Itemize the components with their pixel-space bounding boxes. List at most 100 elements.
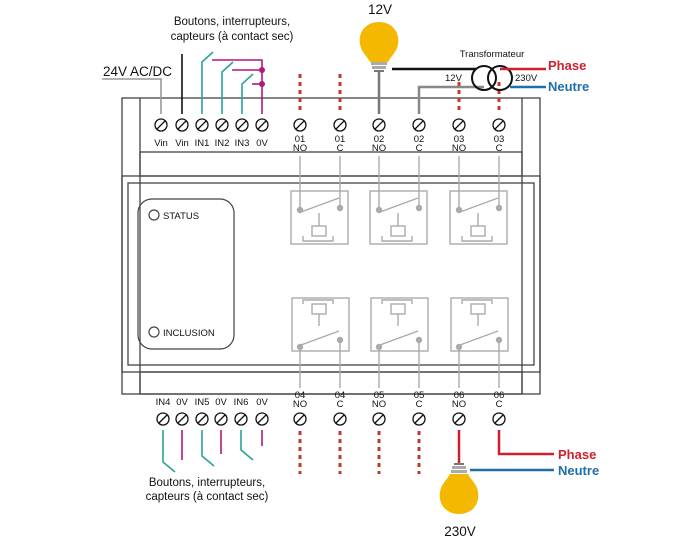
top-caption-line-2: capteurs (à contact sec) — [171, 31, 294, 43]
relay-label-03-c-num: 03 — [494, 134, 505, 145]
relay-label-02-no-num: 02 — [374, 134, 385, 145]
lamp-12v-label: 12V — [368, 2, 392, 17]
relay-label-05-no-type: NO — [372, 399, 386, 410]
bottom-relay-labels: 04 NO 04 C 05 NO 05 C 06 NO 06 C — [293, 390, 504, 410]
relay-label-01-no-num: 01 — [295, 134, 306, 145]
top-neutral-label: Neutre — [548, 79, 589, 94]
relay-label-06-no-num: 06 — [454, 390, 465, 401]
relay-label-03-c-type: C — [496, 143, 503, 154]
relay-icon — [450, 297, 509, 388]
screw-terminal-icon — [492, 412, 506, 426]
relay-label-05-c-num: 05 — [414, 390, 425, 401]
terminal-label-vin-1: Vin — [154, 138, 168, 149]
top-phase-label: Phase — [548, 58, 586, 73]
screw-terminal-icon — [452, 118, 466, 132]
screw-terminal-icon — [492, 118, 506, 132]
relay-label-01-c-type: C — [337, 143, 344, 154]
relay-label-04-c-num: 04 — [335, 390, 346, 401]
lamp-230v-wires — [457, 430, 554, 472]
lightbulb-230v-icon — [439, 463, 479, 514]
supply-wires — [102, 54, 183, 114]
relay-label-05-no-num: 05 — [374, 390, 385, 401]
screw-terminal-icon — [175, 118, 189, 132]
screw-terminal-icon — [333, 412, 347, 426]
relay-icon — [291, 297, 350, 388]
relay-label-03-no-type: NO — [452, 143, 466, 154]
screw-terminal-icon — [156, 412, 170, 426]
top-screw-terminals — [154, 118, 506, 132]
bottom-caption-line-1: Boutons, interrupteurs, — [149, 477, 265, 489]
screw-terminal-icon — [215, 118, 229, 132]
bottom-relays — [291, 297, 509, 388]
terminal-label-vin-2: Vin — [175, 138, 189, 149]
transformer-icon — [471, 65, 513, 91]
bottom-dotted-wires — [298, 431, 421, 474]
status-panel — [137, 198, 235, 350]
screw-terminal-icon — [333, 118, 347, 132]
top-relay-labels: 01 NO 01 C 02 NO 02 C 03 NO 03 C — [293, 134, 504, 154]
terminal-label-0v-b3: 0V — [256, 397, 268, 408]
relay-label-06-no-type: NO — [452, 399, 466, 410]
top-relays — [290, 156, 508, 245]
screw-terminal-icon — [372, 118, 386, 132]
inclusion-label: INCLUSION — [163, 328, 215, 339]
screw-terminal-icon — [255, 118, 269, 132]
bottom-caption-line-2: capteurs (à contact sec) — [146, 491, 269, 503]
relay-icon — [290, 156, 349, 245]
relay-label-02-c-num: 02 — [414, 134, 425, 145]
relay-label-06-c-type: C — [496, 399, 503, 410]
transformer-primary-label: 230V — [515, 73, 538, 84]
top-caption-line-1: Boutons, interrupteurs, — [174, 16, 290, 28]
relay-label-05-c-type: C — [416, 399, 423, 410]
terminal-label-in2: IN2 — [215, 138, 230, 149]
terminal-label-0v-b2: 0V — [215, 397, 227, 408]
transformer-title: Transformateur — [460, 49, 525, 60]
screw-terminal-icon — [452, 412, 466, 426]
screw-terminal-icon — [235, 118, 249, 132]
bottom-screw-terminals — [156, 412, 506, 426]
terminal-label-in1: IN1 — [195, 138, 210, 149]
relay-label-04-no-type: NO — [293, 399, 307, 410]
supply-label: 24V AC/DC — [103, 64, 172, 79]
relay-icon — [449, 156, 508, 245]
terminal-label-in6: IN6 — [234, 397, 249, 408]
top-terminal-labels: Vin Vin IN1 IN2 IN3 0V — [154, 138, 268, 149]
screw-terminal-icon — [293, 118, 307, 132]
bottom-neutral-label: Neutre — [558, 463, 599, 478]
relay-label-01-no-type: NO — [293, 143, 307, 154]
module-housing — [121, 97, 541, 395]
terminal-label-in3: IN3 — [235, 138, 250, 149]
status-label: STATUS — [163, 211, 199, 222]
top-input-wires — [201, 51, 263, 114]
terminal-label-in5: IN5 — [195, 397, 210, 408]
screw-terminal-icon — [175, 412, 189, 426]
inclusion-led-icon — [148, 326, 160, 338]
screw-terminal-icon — [195, 118, 209, 132]
status-led-icon — [148, 209, 160, 221]
screw-terminal-icon — [234, 412, 248, 426]
screw-terminal-icon — [412, 118, 426, 132]
bottom-input-wires — [162, 430, 263, 473]
lightbulb-12v-icon — [359, 22, 399, 72]
bottom-terminal-labels: IN4 0V IN5 0V IN6 0V — [156, 397, 269, 408]
terminal-label-0v: 0V — [256, 138, 268, 149]
relay-label-04-c-type: C — [337, 399, 344, 410]
screw-terminal-icon — [195, 412, 209, 426]
relay-icon — [370, 297, 429, 388]
top-mains-wires — [500, 67, 546, 89]
relay-label-06-c-num: 06 — [494, 390, 505, 401]
terminal-label-in4: IN4 — [156, 397, 171, 408]
screw-terminal-icon — [255, 412, 269, 426]
relay-label-02-c-type: C — [416, 143, 423, 154]
relay-label-02-no-type: NO — [372, 143, 386, 154]
screw-terminal-icon — [214, 412, 228, 426]
transformer-secondary-label: 12V — [445, 73, 463, 84]
screw-terminal-icon — [372, 412, 386, 426]
terminal-label-0v-b1: 0V — [176, 397, 188, 408]
lamp-230v-label: 230V — [444, 524, 476, 539]
screw-terminal-icon — [293, 412, 307, 426]
relay-label-03-no-num: 03 — [454, 134, 465, 145]
screw-terminal-icon — [154, 118, 168, 132]
lamp-12v-wires — [377, 67, 484, 114]
